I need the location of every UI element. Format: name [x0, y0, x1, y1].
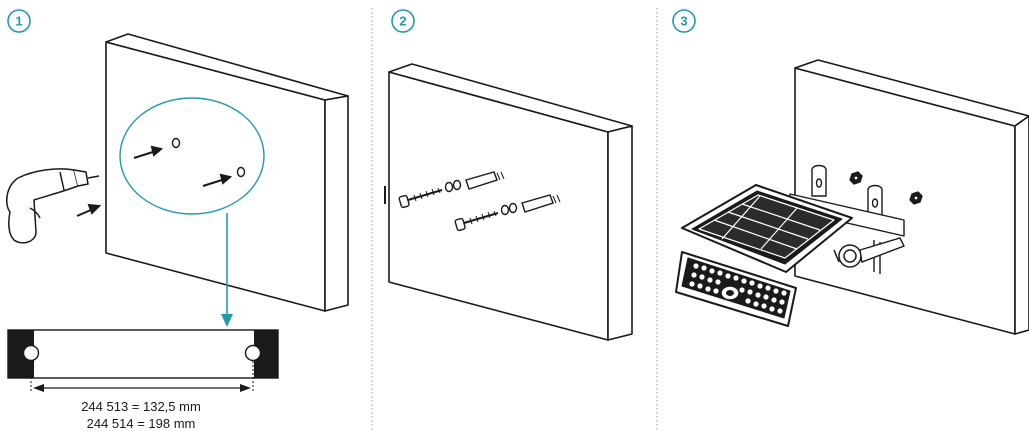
- cross-section-detail: [7, 329, 279, 393]
- step-1-badge: 1: [7, 9, 31, 33]
- dimension-label-1: 244 513 = 132,5 mm: [81, 399, 201, 414]
- step-3-number: 3: [680, 14, 687, 29]
- step-2-number: 2: [399, 14, 406, 29]
- dimension-label-2: 244 514 = 198 mm: [87, 416, 196, 431]
- led-lamp-head: [675, 251, 797, 327]
- step-2-badge: 2: [391, 9, 415, 33]
- mounting-bracket: [789, 164, 905, 274]
- screw-anchor-set-1: [398, 171, 505, 209]
- magnifier-circle: [119, 97, 265, 215]
- arrow-icon: [76, 145, 233, 217]
- screw-anchor-set-2: [454, 194, 561, 232]
- step-1-number: 1: [15, 14, 22, 29]
- detail-leader-arrowhead: [221, 314, 233, 327]
- bracket-arm: [859, 237, 905, 263]
- solar-panel: [681, 184, 853, 273]
- wall-screw-2: [909, 191, 923, 205]
- wall-block-2: [388, 63, 633, 341]
- wall-screw-1: [849, 171, 863, 185]
- drill-hole-2: [236, 166, 246, 178]
- step-3-badge: 3: [672, 9, 696, 33]
- pivot-knob: [833, 244, 862, 268]
- drill-hole-1: [171, 137, 181, 149]
- drill-icon: [5, 168, 100, 244]
- wall-block-1: [105, 33, 349, 312]
- dimension-line: [33, 384, 251, 392]
